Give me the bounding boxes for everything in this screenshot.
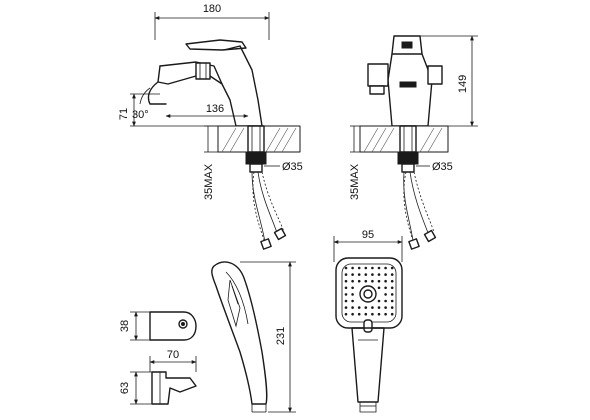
hand-shower-length-label: 231 [275,327,287,345]
nozzle-dot [390,299,394,303]
holder-base-height-label: 63 [119,382,131,394]
holder-height-label: 38 [119,320,131,332]
height-149-label: 149 [457,75,469,93]
nozzle-dot [390,266,394,270]
nozzle-dot [371,279,374,283]
nozzle-dot [384,286,387,290]
nozzle-dot [351,293,354,296]
nozzle-dot [384,312,387,316]
nozzle-dot [351,273,354,276]
nozzle-dot [344,286,348,290]
hole-diameter-label: Ø35 [282,161,303,173]
width-dimension-label: 180 [203,3,221,15]
hand-shower-width-label: 95 [362,229,374,241]
nozzle-dot [377,299,381,303]
nozzle-dot [384,273,387,276]
nozzle-dot [377,266,381,270]
holder-width-label: 70 [167,349,179,361]
nozzle-dot [344,306,348,309]
nozzle-dot [344,299,348,303]
faucet-front-view: 149 35MAX Ø35 [349,35,478,250]
nozzle-dot [384,279,387,283]
nozzle-dot [371,312,374,316]
nozzle-dot [371,306,374,309]
nozzle-dot [384,306,387,309]
nozzle-dot [377,312,381,316]
nozzle-dot [390,279,394,283]
nozzle-dot [384,266,387,270]
nozzle-dot [390,273,394,276]
nozzle-dot [371,266,374,270]
nozzle-dot [364,266,368,270]
nozzle-dot [364,306,368,309]
nozzle-dot [390,286,394,290]
nozzle-dot [377,306,381,309]
nozzle-dot [364,279,368,283]
nozzle-dot [357,266,361,270]
max-thickness-label: 35MAX [203,163,215,200]
hand-shower-side-view: 231 [211,261,296,413]
nozzle-dot [364,312,368,316]
nozzle-dot [390,293,394,296]
nozzle-dot [357,279,361,283]
nozzle-dot [371,273,374,276]
shower-holder: 38 70 63 [119,311,197,405]
nozzle-dot [344,266,348,270]
nozzle-dot [390,306,394,309]
front-max-thickness-label: 35MAX [349,163,361,200]
height-71-label: 71 [118,108,130,120]
nozzle-dot [351,299,354,303]
nozzle-grid [344,266,394,316]
nozzle-dot [377,286,381,290]
nozzle-dot [344,273,348,276]
nozzle-dot [351,312,354,316]
nozzle-dot [384,293,387,296]
nozzle-dot [344,312,348,316]
nozzle-dot [357,273,361,276]
nozzle-dot [377,273,381,276]
nozzle-dot [351,306,354,309]
nozzle-dot [351,286,354,290]
angle-label: 30° [132,109,149,121]
nozzle-dot [344,279,348,283]
nozzle-dot [357,312,361,316]
nozzle-dot [351,279,354,283]
nozzle-dot [377,279,381,283]
hand-shower-front-view: 95 [333,229,403,413]
front-hole-diameter-label: Ø35 [432,161,453,173]
nozzle-dot [344,293,348,296]
nozzle-dot [390,312,394,316]
nozzle-dot [384,299,387,303]
faucet-side-view: 180 30° 71 136 [118,3,303,250]
spout-reach-label: 136 [206,103,224,115]
nozzle-dot [351,266,354,270]
nozzle-dot [357,306,361,309]
nozzle-dot [364,273,368,276]
